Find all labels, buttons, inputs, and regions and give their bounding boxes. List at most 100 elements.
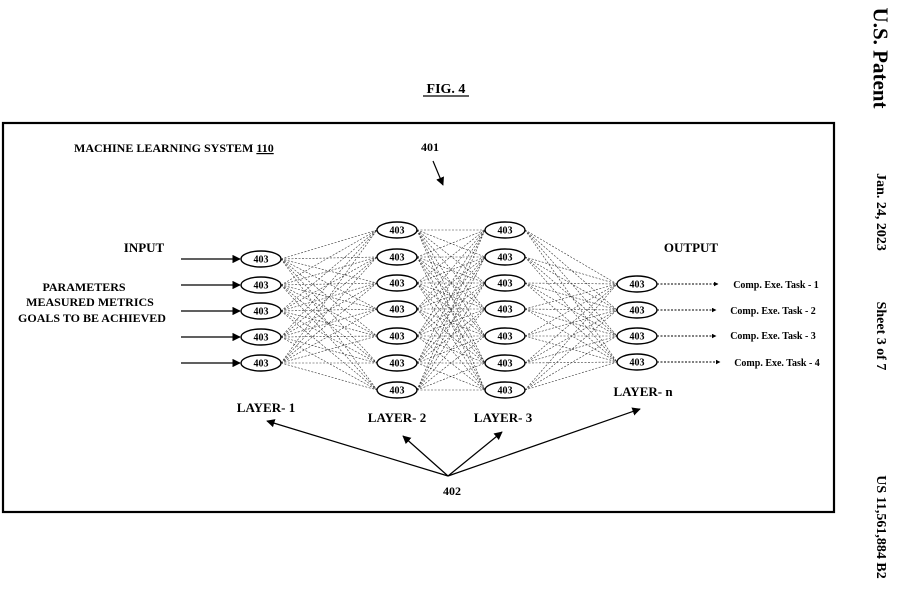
connection-line [416, 256, 486, 391]
node-ref-numeral: 403 [630, 332, 645, 343]
connection-line [280, 258, 378, 337]
node-4-3: 403 [616, 327, 658, 345]
connection-line [524, 361, 618, 391]
node-4-1: 403 [616, 275, 658, 293]
node-ellipse [376, 381, 418, 399]
figure-label: FIG. 4 [427, 82, 466, 97]
node-ellipse [376, 354, 418, 372]
node-ellipse [240, 276, 282, 294]
layers-ref-arrow-1 [266, 419, 449, 477]
node-1-5: 403 [240, 354, 282, 372]
connection-line [280, 336, 378, 391]
connection-line [524, 335, 618, 363]
node-ellipse [240, 354, 282, 372]
node-2-7: 403 [376, 381, 418, 399]
connection-line [280, 336, 378, 364]
node-3-2: 403 [484, 248, 526, 266]
node-4-4: 403 [616, 353, 658, 371]
node-2-4: 403 [376, 300, 418, 318]
connection-line [280, 229, 378, 260]
node-ellipse [484, 248, 526, 266]
input-line-parameters: PARAMETERS [42, 280, 125, 294]
patent-header-date: Jan. 24, 2023 [873, 173, 888, 251]
node-ref-numeral: 403 [498, 279, 513, 290]
connection-line [524, 282, 618, 363]
connection-line [524, 335, 618, 391]
connection-line [524, 282, 618, 285]
node-ref-numeral: 403 [498, 226, 513, 237]
connection-line [280, 362, 378, 391]
layers-ref-arrow-3 [447, 431, 503, 477]
connection-line [416, 308, 486, 337]
connection-line [416, 229, 486, 258]
node-ellipse [240, 250, 282, 268]
network-nodes: 403 403 403 403 403 403 403 403 403 403 403 403 403 4… [240, 221, 658, 399]
node-3-7: 403 [484, 381, 526, 399]
node-1-4: 403 [240, 328, 282, 346]
output-title: OUTPUT [664, 240, 719, 255]
node-ref-numeral: 403 [254, 307, 269, 318]
network-connections [280, 229, 618, 391]
node-2-6: 403 [376, 354, 418, 372]
connection-line [416, 229, 486, 391]
input-line-measured-metrics: MEASURED METRICS [26, 295, 154, 309]
connection-line [280, 258, 378, 391]
connection-line [280, 258, 378, 310]
node-ellipse [484, 300, 526, 318]
output-task-3: Comp. Exe. Task - 3 [730, 331, 816, 342]
node-ref-numeral: 403 [630, 306, 645, 317]
connection-line [416, 256, 486, 310]
layer-n-label: LAYER- n [613, 384, 673, 399]
node-1-1: 403 [240, 250, 282, 268]
node-3-5: 403 [484, 327, 526, 345]
layers-ref-arrow-n [447, 407, 641, 477]
patent-header: U.S. Patent Jan. 24, 2023 Sheet 3 of 7 U… [858, 0, 903, 597]
connection-line [416, 229, 486, 364]
connection-line [280, 256, 378, 286]
node-ref-numeral: 403 [498, 332, 513, 343]
connection-line [524, 229, 618, 363]
layer-1-label: LAYER- 1 [237, 400, 295, 415]
connection-line [416, 229, 486, 284]
connection-line [280, 258, 378, 364]
connection-line [280, 284, 378, 337]
node-1-3: 403 [240, 302, 282, 320]
node-ref-numeral: 403 [390, 386, 405, 397]
node-ref-numeral: 403 [254, 359, 269, 370]
node-ellipse [376, 248, 418, 266]
node-3-6: 403 [484, 354, 526, 372]
figure-4-diagram: FIG. 4 MACHINE LEARNING SYSTEM 110 401 4… [1, 82, 836, 514]
node-ref-numeral: 403 [390, 332, 405, 343]
layers-ref-numeral: 402 [443, 484, 461, 498]
connection-line [280, 229, 378, 364]
output-task-2: Comp. Exe. Task - 2 [730, 306, 816, 317]
connection-line [416, 362, 486, 391]
node-4-2: 403 [616, 301, 658, 319]
node-ellipse [484, 221, 526, 239]
connection-line [524, 283, 618, 337]
system-frame [1, 121, 836, 514]
connection-line [280, 335, 378, 364]
node-ref-numeral: 403 [254, 333, 269, 344]
connection-line [524, 256, 618, 363]
connection-line [416, 229, 486, 391]
connection-line [524, 229, 618, 285]
connection-line [280, 310, 378, 337]
node-ref-numeral: 403 [498, 359, 513, 370]
node-ref-numeral: 403 [630, 358, 645, 369]
node-ellipse [484, 354, 526, 372]
node-3-4: 403 [484, 300, 526, 318]
connection-line [524, 309, 618, 364]
node-2-3: 403 [376, 274, 418, 292]
connection-line [524, 256, 618, 285]
connection-line [280, 284, 378, 391]
node-ref-numeral: 403 [498, 305, 513, 316]
layers-ref-arrow-2 [402, 435, 449, 477]
output-task-1: Comp. Exe. Task - 1 [733, 280, 819, 291]
node-ellipse [376, 327, 418, 345]
connection-line [280, 229, 378, 286]
node-ref-numeral: 403 [390, 279, 405, 290]
connection-line [280, 310, 378, 364]
connection-line [280, 256, 378, 364]
node-2-1: 403 [376, 221, 418, 239]
